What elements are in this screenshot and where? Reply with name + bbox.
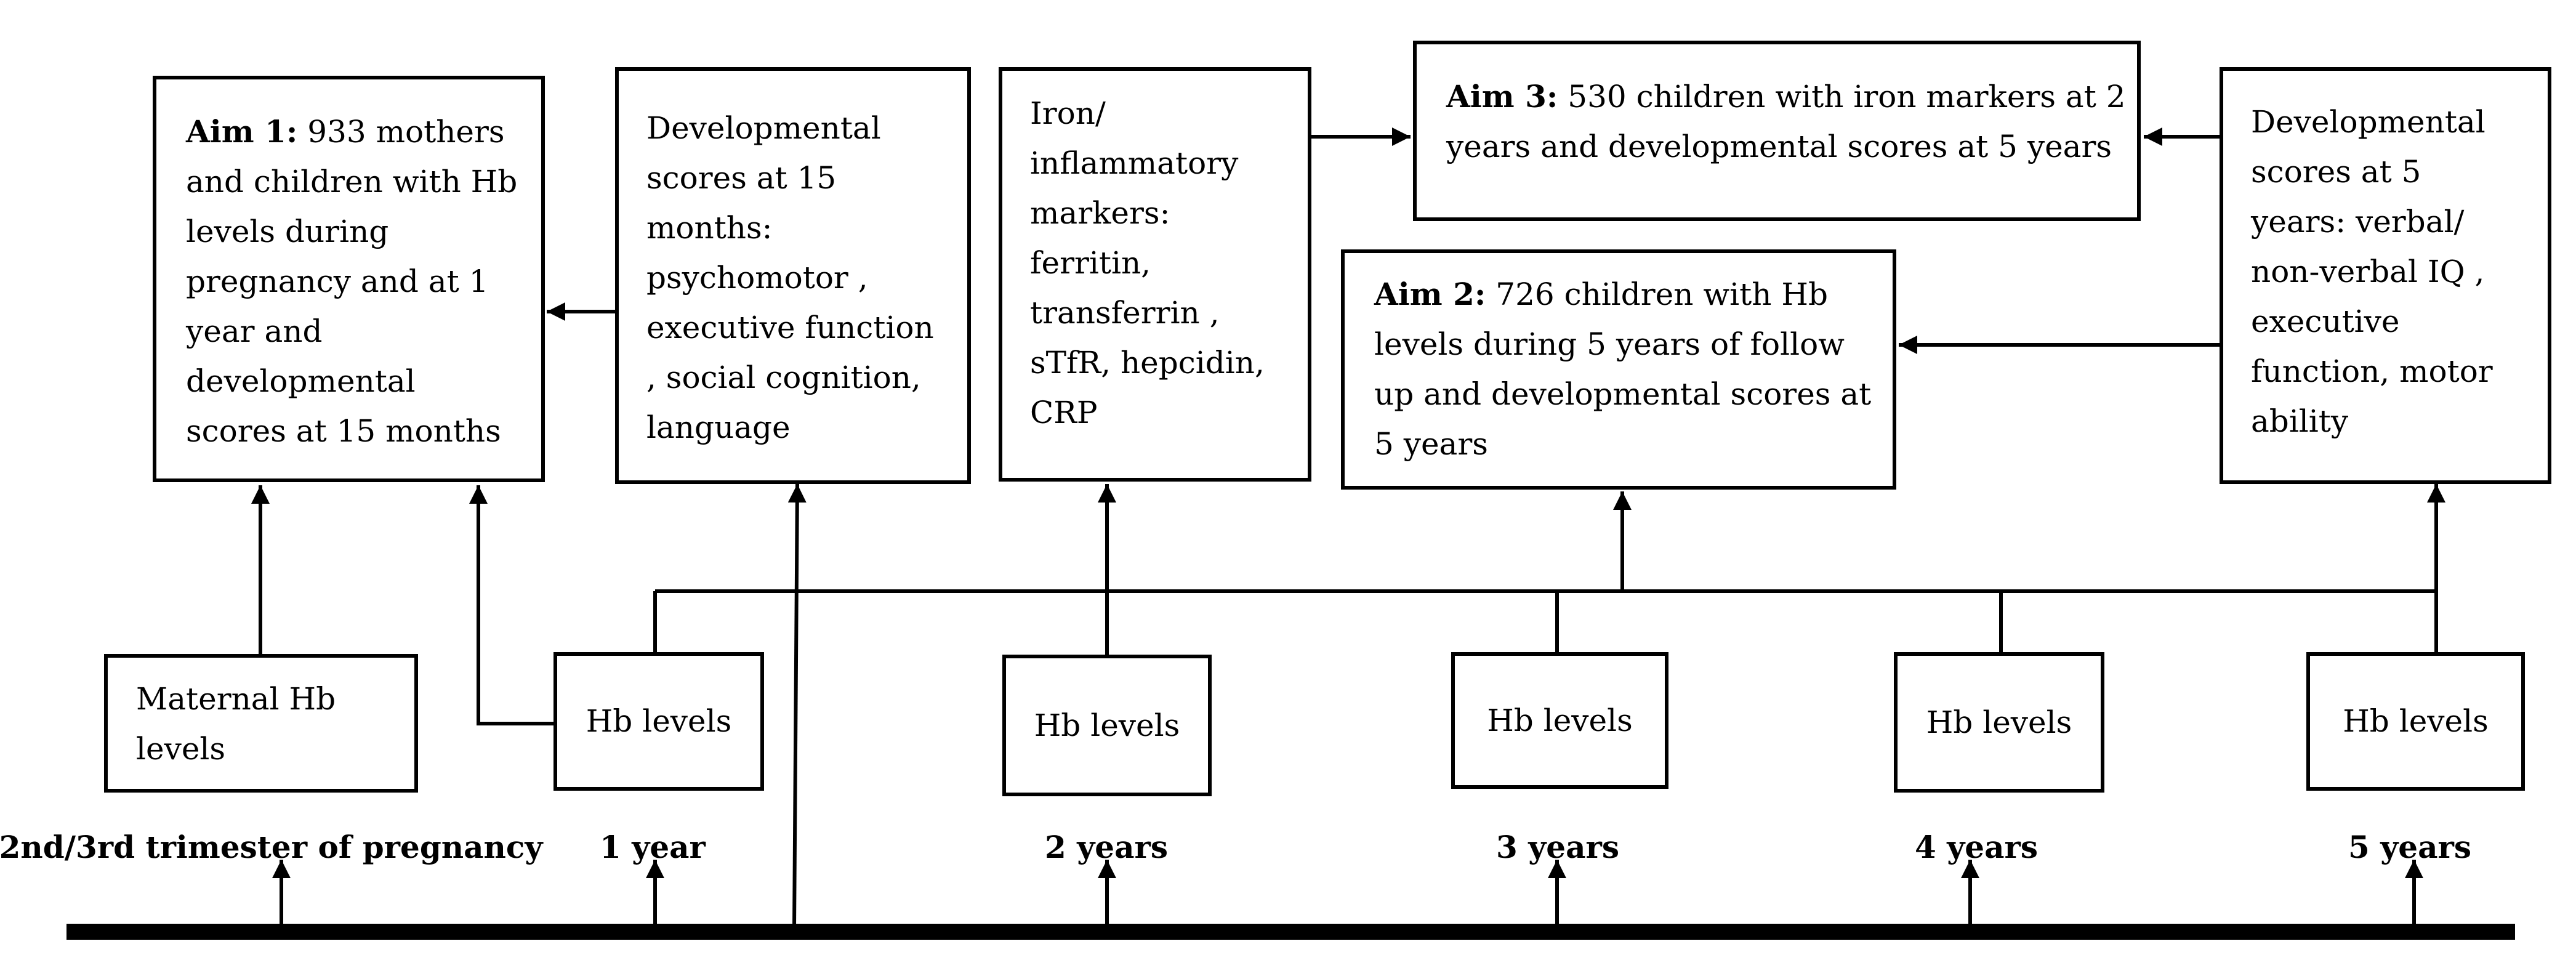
hb-3-years-box: Hb levels <box>1451 652 1668 789</box>
dev5-text: Developmental scores at 5 years: verbal/… <box>2251 104 2493 439</box>
hb-5-years-box: Hb levels <box>2306 652 2525 791</box>
arrow-hb1y-to-aim1 <box>469 485 556 725</box>
timeline-label-5-years: 5 years <box>2348 829 2471 865</box>
aim3-text: 530 children with iron markers at 2 year… <box>1446 79 2126 164</box>
hb-5-years-text: Hb levels <box>2343 703 2489 739</box>
dev5-box: Developmental scores at 5 years: verbal/… <box>2220 67 2551 484</box>
timeline-label-1-year: 1 year <box>600 829 706 865</box>
hb-1-year-box: Hb levels <box>553 652 764 791</box>
iron-markers-text: Iron/ inflammatory markers: ferritin, tr… <box>1030 95 1265 430</box>
aim2-title: Aim 2: <box>1374 276 1486 312</box>
aim3-title: Aim 3: <box>1446 78 1558 115</box>
hb-1-year-text: Hb levels <box>586 703 732 739</box>
aim3-box: Aim 3: 530 children with iron markers at… <box>1413 41 2141 221</box>
iron-markers-box: Iron/ inflammatory markers: ferritin, tr… <box>999 67 1311 482</box>
maternal-hb-box: Maternal Hb levels <box>104 654 418 793</box>
hb-4-years-box: Hb levels <box>1894 652 2104 793</box>
timeline-label-2-years: 2 years <box>1045 829 1168 865</box>
dev15-box: Developmental scores at 15 months: psych… <box>615 67 971 484</box>
aim2-text: 726 children with Hb levels during 5 yea… <box>1374 277 1872 462</box>
timeline-label-4-years: 4 years <box>1915 829 2038 865</box>
arrow-timeline-to-dev15 <box>787 483 807 929</box>
aim1-title: Aim 1: <box>186 113 298 150</box>
aim1-box: Aim 1: 933 mothers and children with Hb … <box>153 76 545 482</box>
hb-2-years-box: Hb levels <box>1002 655 1212 796</box>
aim1-text: 933 mothers and children with Hb levels … <box>186 114 518 449</box>
aim2-box: Aim 2: 726 children with Hb levels durin… <box>1341 249 1896 490</box>
hb-3-years-text: Hb levels <box>1487 702 1633 738</box>
timeline-label-3-years: 3 years <box>1496 829 1619 865</box>
timeline-label-pregnancy: 2nd/3rd trimester of pregnancy <box>0 829 543 865</box>
hb-4-years-text: Hb levels <box>1926 704 2072 740</box>
hb-2-years-text: Hb levels <box>1034 707 1180 743</box>
dev15-text: Developmental scores at 15 months: psych… <box>646 110 934 445</box>
maternal-hb-text: Maternal Hb levels <box>136 681 336 767</box>
